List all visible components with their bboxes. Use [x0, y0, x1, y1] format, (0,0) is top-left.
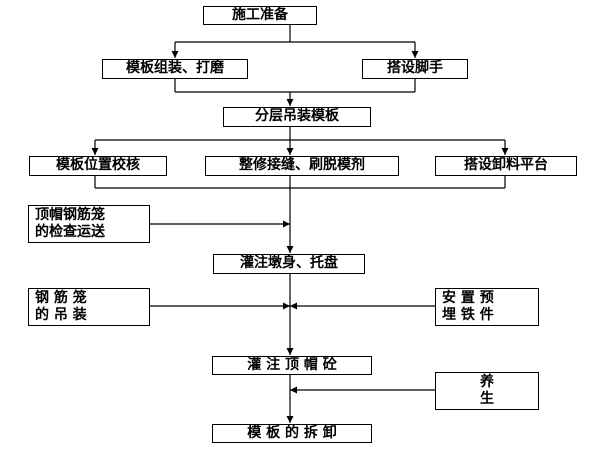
node-curing-line2: 生 — [480, 391, 494, 407]
node-formwork-assembly: 模板组装、打磨 — [102, 59, 248, 79]
node-formwork-removal: 模 板 的 拆 卸 — [212, 424, 372, 443]
node-embedded-iron-line2: 埋 铁 件 — [442, 307, 494, 323]
node-cage-check-line2: 的检查运送 — [35, 224, 105, 240]
node-pour-cap: 灌 注 顶 帽 砼 — [212, 356, 372, 375]
node-joint-repair: 整修接缝、刷脱模剂 — [205, 156, 399, 176]
node-cage-lifting: 钢 筋 笼 的 吊 装 — [28, 288, 150, 326]
node-curing-line1: 养 — [480, 373, 494, 390]
node-cage-lifting-line2: 的 吊 装 — [35, 307, 87, 323]
node-layered-lifting: 分层吊装模板 — [223, 107, 371, 127]
node-cage-check-transport: 顶帽钢筋笼 的检查运送 — [28, 205, 150, 243]
node-position-calibration: 模板位置校核 — [29, 156, 167, 176]
node-embedded-iron-line1: 安 置 预 — [442, 289, 494, 306]
node-cage-lifting-line1: 钢 筋 笼 — [35, 289, 87, 306]
node-unloading-platform: 搭设卸料平台 — [435, 156, 577, 176]
node-curing: 养 生 — [435, 372, 539, 410]
node-construction-prep: 施工准备 — [203, 6, 317, 25]
node-pour-pier: 灌注墩身、托盘 — [213, 254, 365, 274]
node-cage-check-line1: 顶帽钢筋笼 — [35, 206, 105, 223]
node-embedded-iron: 安 置 预 埋 铁 件 — [435, 288, 539, 326]
node-scaffold-setup: 搭设脚手 — [362, 59, 468, 79]
